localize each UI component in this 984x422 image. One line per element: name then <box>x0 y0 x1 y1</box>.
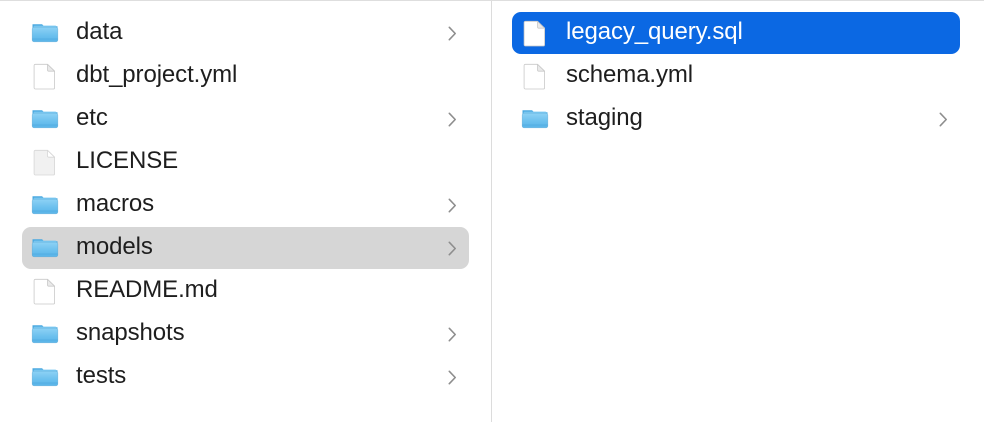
item-label: tests <box>76 364 127 389</box>
folder-row[interactable]: snapshots <box>22 313 469 355</box>
folder-row[interactable]: etc <box>22 98 469 140</box>
item-label: data <box>76 20 123 45</box>
item-label: staging <box>566 106 643 131</box>
folder-icon <box>30 319 60 349</box>
chevron-right-icon[interactable] <box>445 237 459 259</box>
item-label: README.md <box>76 278 218 303</box>
folder-icon <box>520 104 550 134</box>
plain-document-icon <box>30 147 60 177</box>
item-label: etc <box>76 106 108 131</box>
file-row[interactable]: schema.yml <box>512 55 960 97</box>
item-label: LICENSE <box>76 149 179 174</box>
document-icon <box>520 18 550 48</box>
item-label: snapshots <box>76 321 185 346</box>
chevron-right-icon[interactable] <box>445 323 459 345</box>
chevron-right-icon[interactable] <box>445 366 459 388</box>
item-label: schema.yml <box>566 63 694 88</box>
item-label: models <box>76 235 153 260</box>
folder-row[interactable]: data <box>22 12 469 54</box>
folder-icon <box>30 233 60 263</box>
folder-icon <box>30 104 60 134</box>
document-icon <box>30 276 60 306</box>
folder-icon <box>30 362 60 392</box>
folder-row[interactable]: models <box>22 227 469 269</box>
folder-icon <box>30 18 60 48</box>
file-row[interactable]: dbt_project.yml <box>22 55 469 97</box>
item-label: macros <box>76 192 155 217</box>
item-label: dbt_project.yml <box>76 63 238 88</box>
chevron-right-icon[interactable] <box>445 108 459 130</box>
folder-icon <box>30 190 60 220</box>
file-row[interactable]: LICENSE <box>22 141 469 183</box>
file-row[interactable]: README.md <box>22 270 469 312</box>
folder-row[interactable]: macros <box>22 184 469 226</box>
item-label: legacy_query.sql <box>566 20 743 45</box>
chevron-right-icon[interactable] <box>445 22 459 44</box>
chevron-right-icon[interactable] <box>936 108 950 130</box>
folder-row[interactable]: staging <box>512 98 960 140</box>
chevron-right-icon[interactable] <box>445 194 459 216</box>
folder-row[interactable]: tests <box>22 356 469 398</box>
document-icon <box>30 61 60 91</box>
file-row[interactable]: legacy_query.sql <box>512 12 960 54</box>
document-icon <box>520 61 550 91</box>
column-child[interactable]: legacy_query.sql schema.yml staging <box>492 1 984 422</box>
